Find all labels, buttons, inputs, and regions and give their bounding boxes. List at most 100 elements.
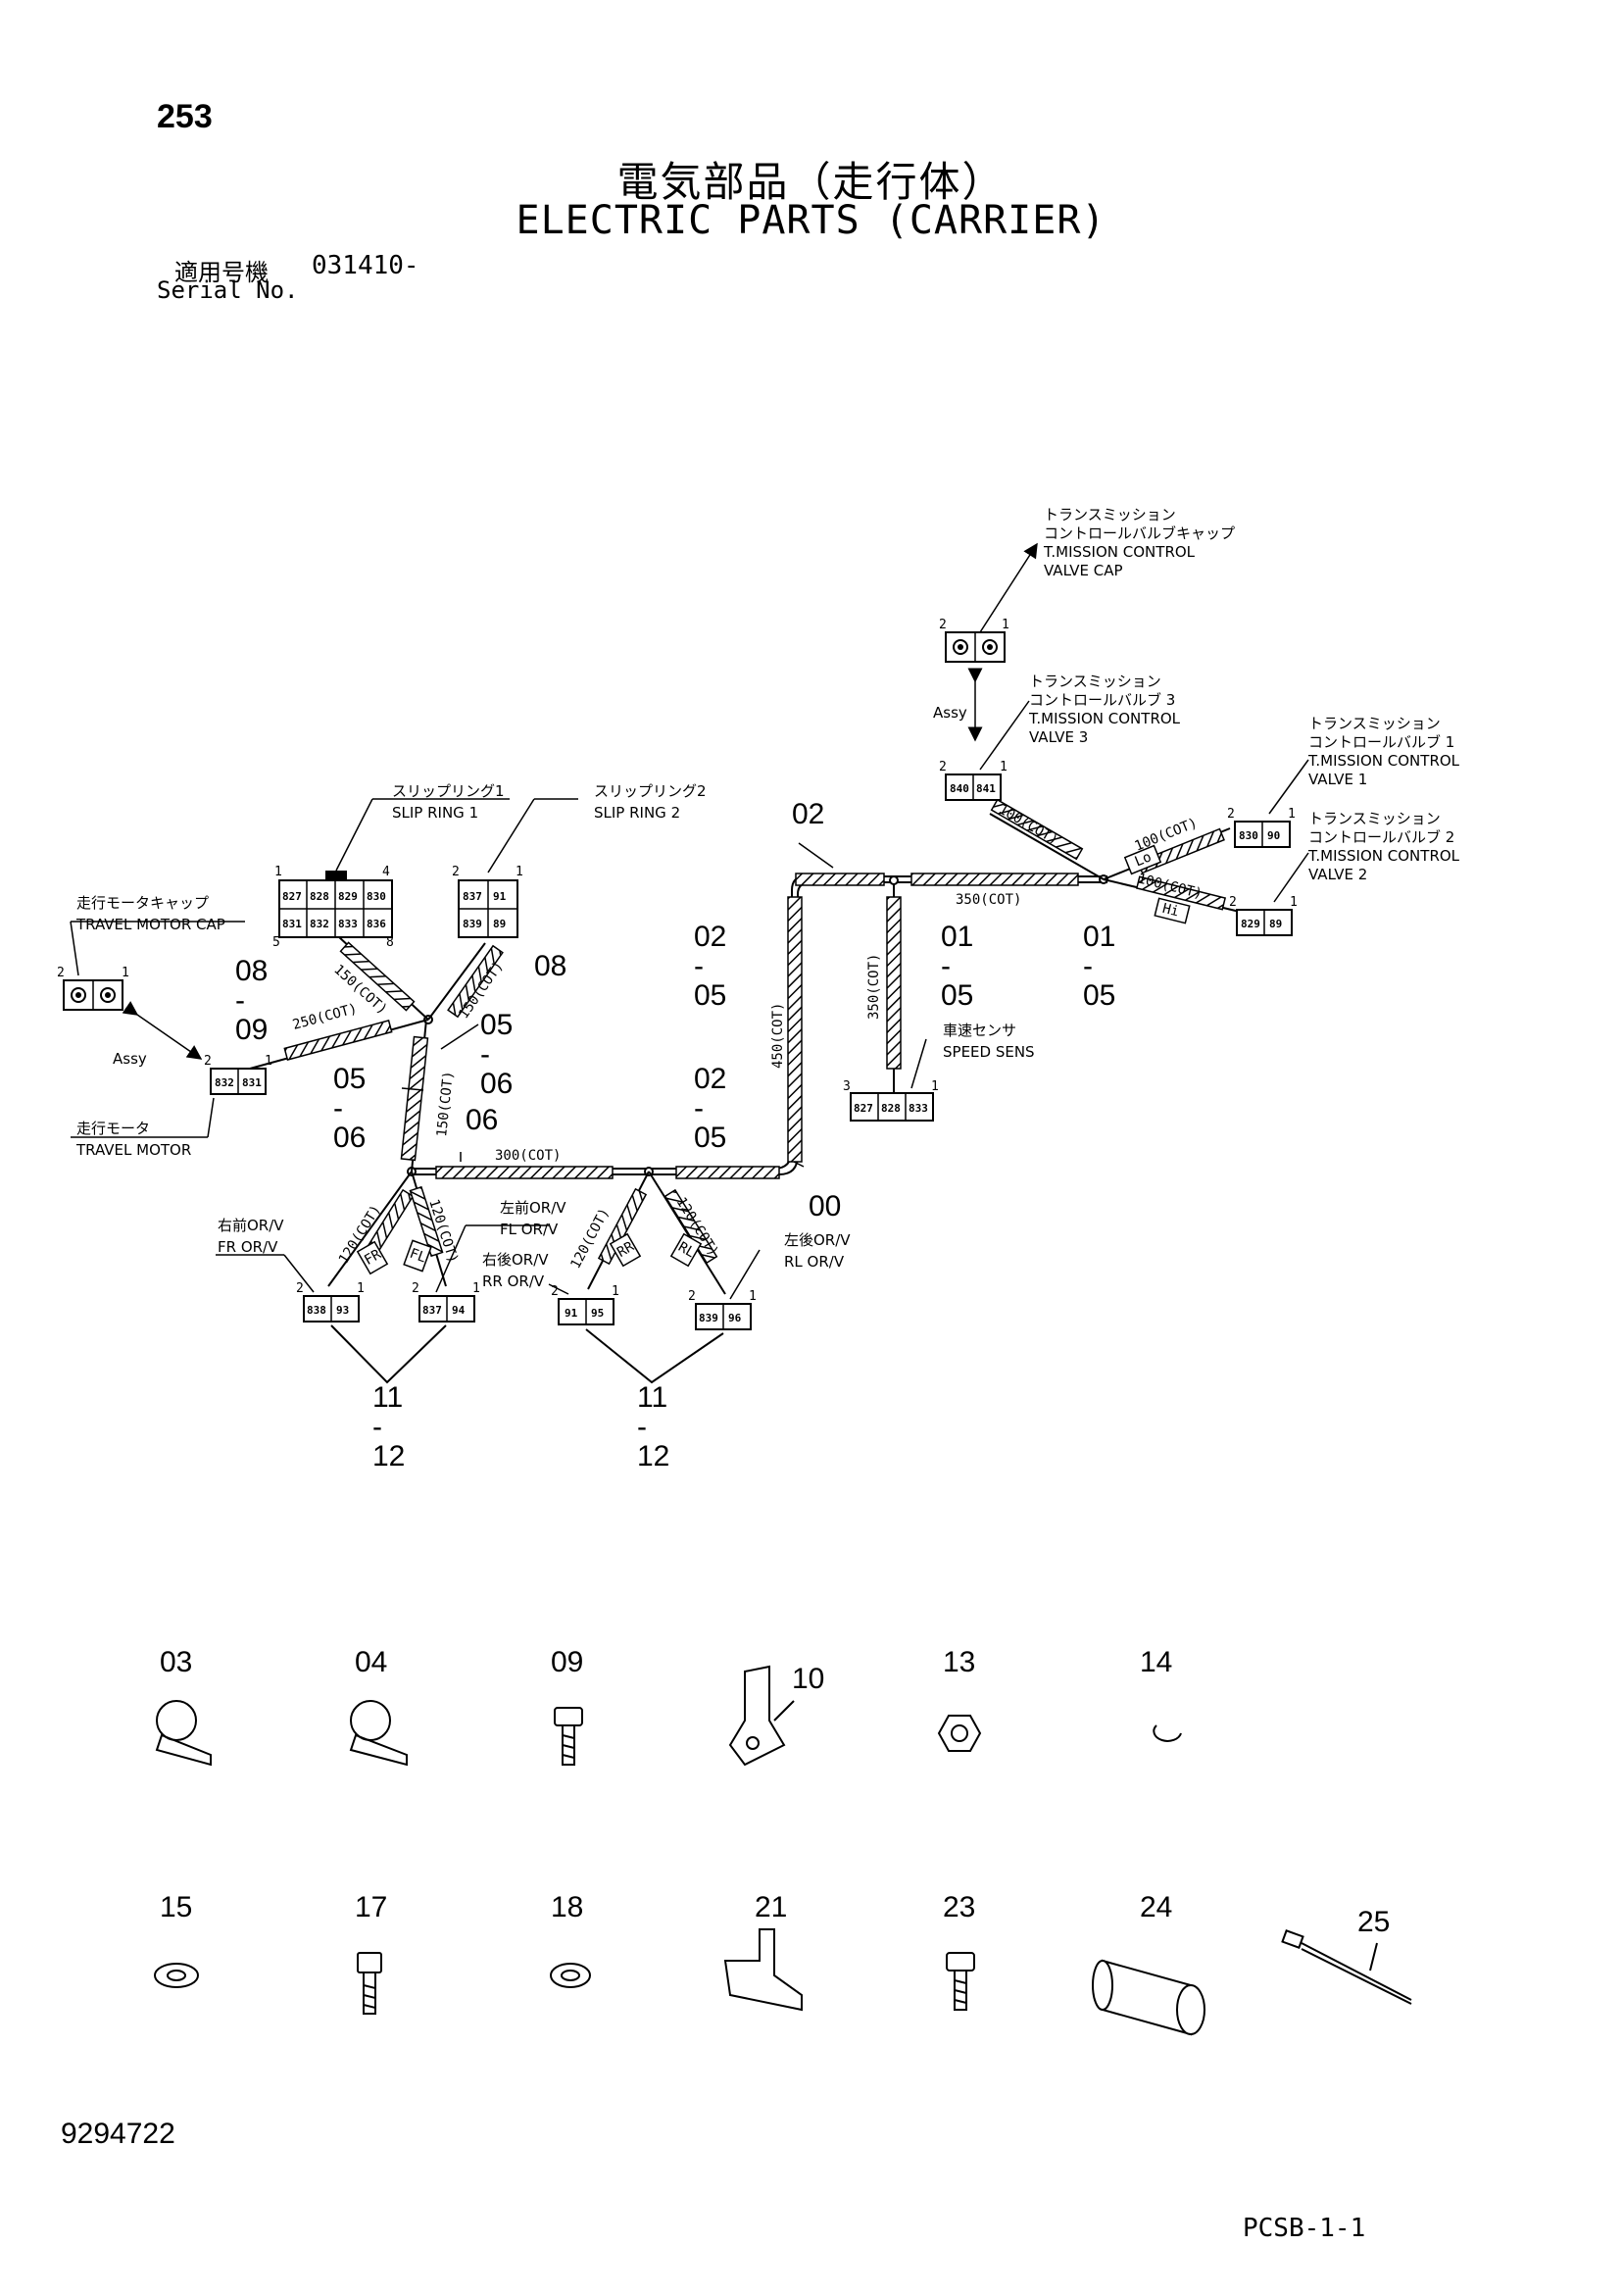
svg-text:1: 1 <box>612 1284 619 1299</box>
clamp-04-icon <box>349 1700 408 1767</box>
svg-text:2: 2 <box>412 1281 419 1296</box>
callout-11-12-left: 11-12 <box>372 1381 405 1472</box>
parts-row-1: 03 04 09 10 13 14 <box>155 1646 1182 1767</box>
svg-text:1: 1 <box>516 865 523 879</box>
label-tm-valve-3-jp: トランスミッションコントロールバルブ 3 <box>1029 673 1175 709</box>
svg-text:96: 96 <box>728 1312 742 1324</box>
svg-text:1: 1 <box>1002 618 1009 632</box>
serial-label: Serial No. <box>157 276 299 304</box>
sleeve-120-fl <box>409 1185 444 1258</box>
page-number: 253 <box>157 98 213 135</box>
svg-text:832: 832 <box>215 1076 234 1089</box>
nut-13-icon <box>937 1715 982 1752</box>
part-23-number: 23 <box>943 1891 975 1923</box>
page-title-japanese: 電気部品（走行体） <box>616 158 1006 206</box>
label-fr-jp: 右前OR/V <box>218 1217 284 1234</box>
svg-text:1: 1 <box>749 1289 757 1304</box>
svg-text:1: 1 <box>274 865 282 879</box>
svg-text:91: 91 <box>493 890 507 903</box>
callout-01-05-right: 01-05 <box>1083 921 1115 1012</box>
label-tm-valve-2-jp: トランスミッションコントロールバルブ 2 <box>1308 810 1454 846</box>
label-tm-valve-cap-jp: トランスミッションコントロールバルブキャップ <box>1044 506 1235 542</box>
part-21-number: 21 <box>755 1891 787 1923</box>
label-travel-motor-en: TRAVEL MOTOR <box>75 1141 191 1159</box>
tm-valve-2-connector: 829 89 <box>1236 909 1293 936</box>
tm-valve-cap-connector <box>945 631 1006 663</box>
svg-text:1: 1 <box>1290 895 1298 910</box>
label-slip-ring-2-jp: スリップリング2 <box>594 782 707 800</box>
sleeve-300 <box>435 1166 614 1179</box>
callout-numbers: 02 02-05 02-05 01-05 01-05 08-09 08 05-0… <box>235 798 1115 1472</box>
part-04-number: 04 <box>355 1646 387 1678</box>
svg-text:1: 1 <box>265 1054 272 1069</box>
tag-fr: FR <box>362 1246 384 1269</box>
svg-text:91: 91 <box>565 1307 578 1320</box>
dim-100-tmv2: 100(COT) <box>1136 871 1204 902</box>
svg-text:3: 3 <box>843 1079 851 1094</box>
part-10-number: 10 <box>792 1663 824 1695</box>
callout-02: 02 <box>792 798 824 830</box>
tag-hi: Hi <box>1160 901 1180 921</box>
svg-text:1: 1 <box>122 966 129 980</box>
svg-text:839: 839 <box>699 1312 718 1324</box>
travel-motor-connector: 832 831 <box>210 1068 267 1095</box>
svg-text:838: 838 <box>307 1304 326 1317</box>
fr-orv-connector: 838 93 <box>303 1295 360 1323</box>
part-18-number: 18 <box>551 1891 583 1923</box>
label-speed-sens-jp: 車速センサ <box>943 1022 1016 1039</box>
serial-label-japanese: 適用号機 <box>174 259 269 286</box>
label-fr-en: FR OR/V <box>218 1238 278 1256</box>
label-fl-en: FL OR/V <box>500 1221 559 1238</box>
callout-11-12-right: 11-12 <box>637 1381 669 1472</box>
callout-02-05-bottom: 02-05 <box>694 1063 726 1154</box>
part-03-number: 03 <box>160 1646 192 1678</box>
svg-text:828: 828 <box>881 1102 901 1115</box>
part-13-number: 13 <box>943 1646 975 1678</box>
svg-text:2: 2 <box>939 618 947 632</box>
clamp-03-icon <box>155 1700 212 1767</box>
speed-sensor-connector: 827 828 833 <box>850 1092 934 1122</box>
svg-text:90: 90 <box>1267 829 1280 842</box>
label-rl-jp: 左後OR/V <box>784 1231 851 1249</box>
callout-06: 06 <box>466 1104 498 1136</box>
label-rr-en: RR OR/V <box>482 1273 545 1290</box>
dim-250: 250(COT) <box>291 1001 359 1033</box>
part-25-number: 25 <box>1357 1906 1390 1938</box>
bolt-17-icon <box>357 1952 382 2015</box>
svg-text:2: 2 <box>688 1289 696 1304</box>
bracket-21-icon <box>723 1928 803 2012</box>
svg-text:833: 833 <box>338 918 358 930</box>
label-rr-jp: 右後OR/V <box>482 1251 549 1269</box>
svg-text:2: 2 <box>452 865 460 879</box>
svg-text:2: 2 <box>57 966 65 980</box>
svg-text:837: 837 <box>463 890 482 903</box>
tm-valve-1-connector: 830 90 <box>1234 821 1291 848</box>
svg-text:841: 841 <box>976 782 996 795</box>
label-travel-motor-cap-en: TRAVEL MOTOR CAP <box>75 916 225 933</box>
serial-number-value: 031410- <box>312 251 419 280</box>
sleeve-120-rl <box>664 1188 718 1265</box>
callout-08: 08 <box>534 950 566 982</box>
svg-text:2: 2 <box>204 1054 212 1069</box>
dim-150-vertical: 150(COT) <box>434 1071 457 1138</box>
label-speed-sens-en: SPEED SENS <box>943 1043 1035 1061</box>
tag-rl: RL <box>675 1239 698 1261</box>
cable-tie-25-icon <box>1281 1929 1412 2005</box>
sleeve-350-vertical <box>886 896 902 1070</box>
svg-text:829: 829 <box>338 890 358 903</box>
bolt-23-icon <box>946 1952 975 2011</box>
sleeve-150-slip2 <box>447 944 504 1019</box>
sleeve-150-slip1 <box>339 941 416 1012</box>
svg-text:1: 1 <box>472 1281 480 1296</box>
svg-text:5: 5 <box>272 935 280 950</box>
snap-ring-14-icon <box>1153 1724 1182 1742</box>
svg-text:829: 829 <box>1241 918 1260 930</box>
sleeve-150-vertical <box>400 1035 429 1162</box>
part-24-number: 24 <box>1140 1891 1172 1923</box>
pin-numbers: 1 4 5 8 2 1 2 1 2 1 2 1 2 1 2 1 2 1 3 1 … <box>57 618 1298 1304</box>
callout-05-06-right: 05-06 <box>480 1009 513 1100</box>
label-slip-ring-2-en: SLIP RING 2 <box>594 804 680 822</box>
tag-fl: FL <box>408 1246 428 1267</box>
